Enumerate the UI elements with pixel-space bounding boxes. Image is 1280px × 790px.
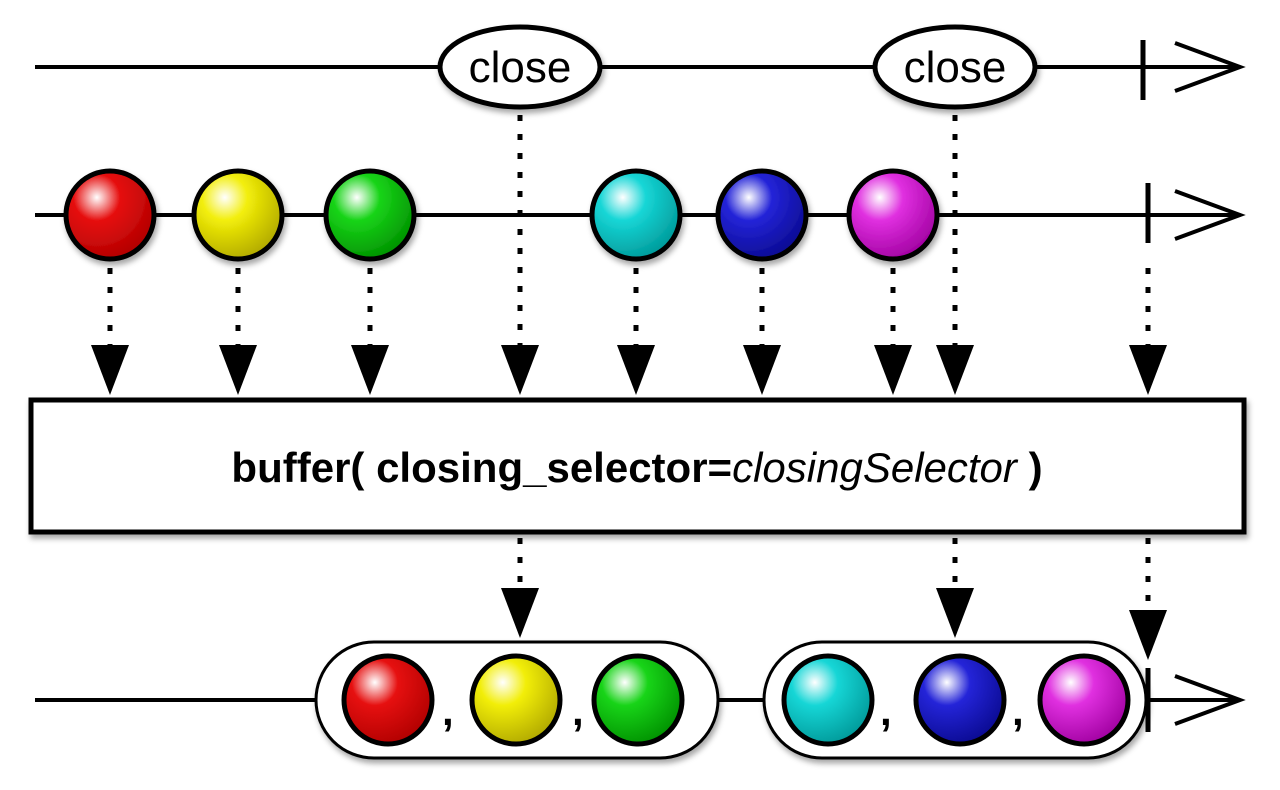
marble-magenta (846, 168, 940, 262)
operator-name: buffer( (231, 444, 364, 491)
closing-selector-timeline: close close (35, 24, 1246, 110)
source-timeline (35, 168, 1246, 262)
output-buffer: , , (314, 640, 720, 760)
marble-blue (715, 168, 809, 262)
marble-green (591, 653, 685, 747)
marble-yellow (469, 653, 563, 747)
output-arrows (517, 538, 1151, 610)
operator-param: closing_selector= (376, 444, 732, 491)
operator-box: buffer( closing_selector=closingSelector… (28, 397, 1247, 535)
operator-value: closingSelector (732, 444, 1019, 491)
output-arrowheads (501, 588, 1167, 660)
marble-magenta (1037, 653, 1131, 747)
marble-red (341, 653, 435, 747)
output-buffer: , , (762, 640, 1148, 760)
operator-label: buffer( closing_selector=closingSelector… (231, 444, 1042, 491)
buffer-separator: , (1012, 687, 1024, 734)
marble-red (63, 168, 157, 262)
marble-cyan (589, 168, 683, 262)
buffer-separator: , (572, 687, 584, 734)
marble-cyan (781, 653, 875, 747)
close-label: close (469, 43, 572, 92)
close-label: close (904, 43, 1007, 92)
input-arrowheads (91, 345, 1167, 395)
close-event: close (437, 24, 603, 110)
marble-green (323, 168, 417, 262)
marble-yellow (191, 168, 285, 262)
operator-close-paren: ) (1029, 444, 1043, 491)
marble-blue (913, 653, 1007, 747)
output-timeline: , , , , (35, 640, 1246, 760)
buffer-separator: , (880, 687, 892, 734)
buffer-separator: , (442, 687, 454, 734)
close-event: close (872, 24, 1038, 110)
input-arrows (107, 115, 1151, 345)
